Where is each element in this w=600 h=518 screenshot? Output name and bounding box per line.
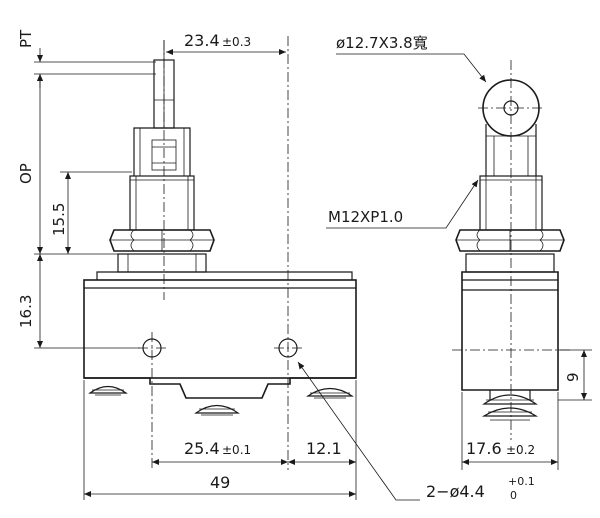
- dim-height-plunger: 15.5: [50, 203, 68, 236]
- dim-side-width: 17.6: [466, 439, 502, 458]
- dim-hole-edge: 12.1: [306, 439, 342, 458]
- dim-holes-tol-upper: +0.1: [508, 475, 535, 488]
- dim-roller: ø12.7X3.8寬: [336, 34, 428, 52]
- dim-side-width-tol: ±0.2: [506, 443, 535, 457]
- dim-thread: M12XP1.0: [328, 208, 403, 226]
- dim-side-small: 9: [564, 372, 582, 382]
- hex-nuts: [109, 229, 215, 252]
- front-view: [83, 36, 357, 470]
- dim-total-width: 49: [210, 473, 230, 492]
- terminal-screw-left: [88, 385, 128, 396]
- dim-holes: 2−ø4.4: [426, 482, 485, 501]
- terminal-screw-middle: [194, 404, 240, 416]
- dim-hole-spacing-tol: ±0.1: [222, 443, 251, 457]
- terminal-screw-right: [306, 387, 354, 399]
- dim-width-top-tol: ±0.3: [222, 35, 251, 49]
- dim-height-body: 16.3: [17, 295, 35, 328]
- dim-holes-tol-lower: 0: [510, 489, 517, 502]
- dim-pt: PT: [17, 29, 35, 48]
- dim-op: OP: [17, 163, 35, 184]
- dim-width-top: 23.4: [184, 31, 220, 50]
- dim-hole-spacing: 25.4: [184, 439, 220, 458]
- side-view: [452, 60, 570, 440]
- switch-body: [83, 279, 357, 379]
